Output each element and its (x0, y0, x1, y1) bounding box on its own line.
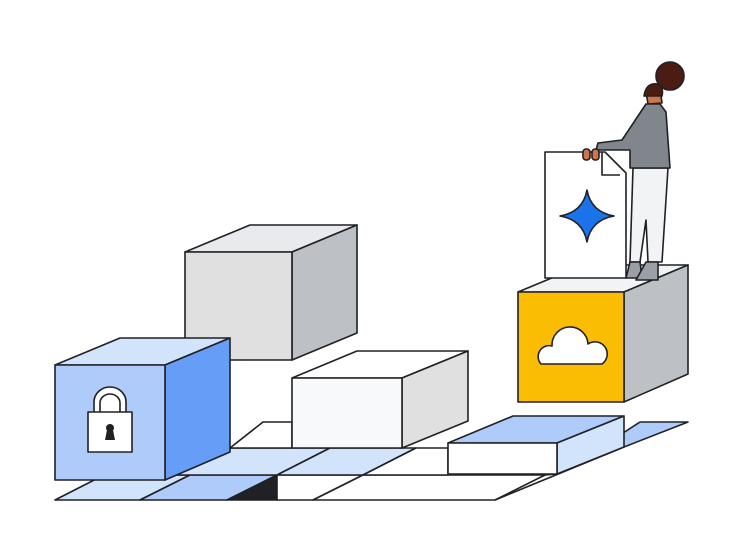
document-icon (544, 151, 627, 279)
gray-cube (184, 224, 358, 361)
lock-icon (87, 386, 133, 453)
cloud-icon (537, 326, 608, 365)
sparkle-icon (559, 189, 615, 243)
person-figure (582, 61, 685, 281)
cloud-cube (517, 264, 689, 403)
white-cube (291, 350, 469, 449)
lock-cube (54, 337, 231, 481)
blue-slab (447, 415, 625, 475)
hair-bun (655, 61, 685, 91)
floor-tile (229, 421, 293, 449)
